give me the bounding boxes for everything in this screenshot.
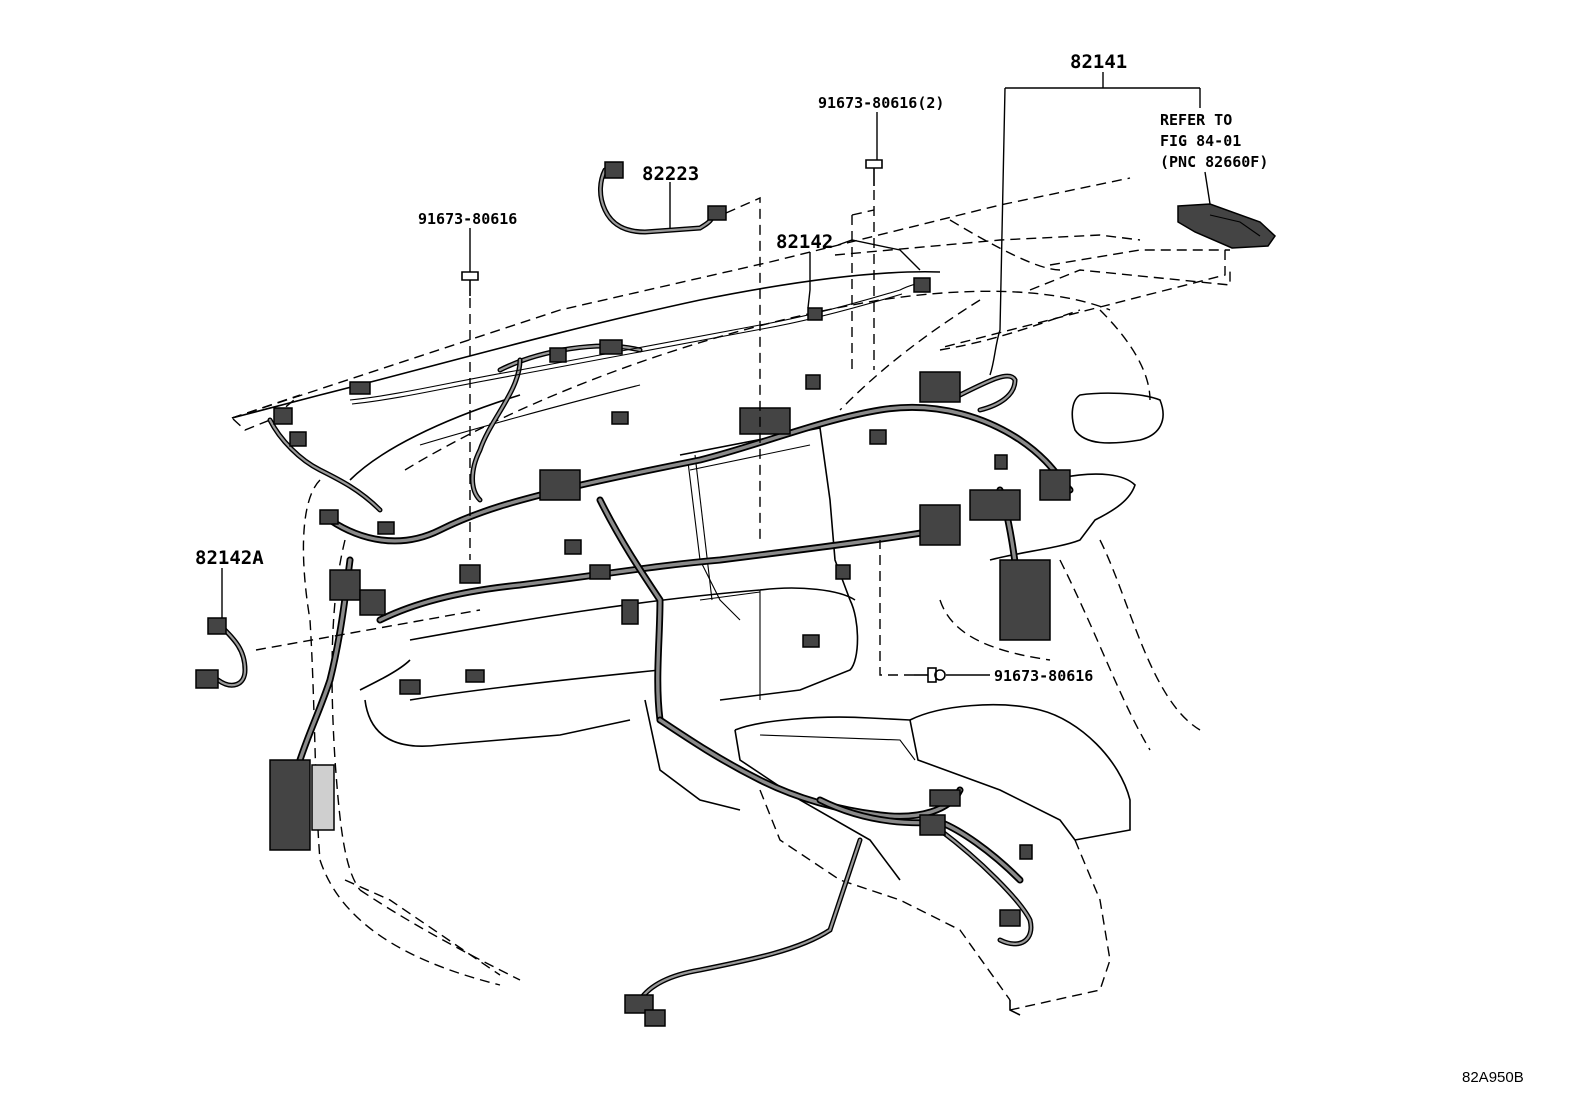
connector-icon	[549, 347, 567, 363]
label-82141: 82141	[1070, 51, 1127, 73]
label-82223: 82223	[642, 163, 699, 185]
connector-icon	[621, 599, 639, 625]
label-refer-line1: REFER TO	[1160, 111, 1232, 129]
connector-icon	[604, 161, 624, 179]
connector-icon	[599, 339, 623, 355]
connector-icon	[999, 909, 1021, 927]
connector-icon	[644, 1009, 666, 1027]
label-91673-80616-right: 91673-80616	[994, 667, 1093, 685]
bolt-left	[461, 271, 479, 560]
connector-icon	[539, 469, 581, 501]
connector-icon	[969, 489, 1021, 521]
dashboard-solid-lines	[231, 270, 1164, 1016]
connector-icon	[919, 371, 961, 403]
connector-icon	[564, 539, 582, 555]
connector-icon	[919, 814, 946, 836]
bolt-icon	[461, 271, 479, 281]
connector-icon	[1019, 844, 1033, 860]
connector-icon	[329, 569, 361, 601]
connector-icon	[589, 564, 611, 580]
connector-icon	[459, 564, 481, 584]
bolt-top	[851, 159, 883, 370]
leader-lines	[221, 72, 1211, 676]
label-91673-80616-2: 91673-80616(2)	[818, 94, 944, 112]
label-82142A: 82142A	[195, 547, 264, 569]
connector-icon	[999, 559, 1051, 641]
part-labels: 82141 REFER TO FIG 84-01 (PNC 82660F) 91…	[195, 51, 1524, 1086]
label-82142: 82142	[776, 231, 833, 253]
bolt-icon	[865, 159, 883, 169]
connector-icon	[465, 669, 485, 683]
label-91673-80616-left: 91673-80616	[418, 210, 517, 228]
connector-icon	[359, 589, 386, 616]
connector-icon	[349, 381, 371, 395]
main-harness	[267, 282, 1074, 1003]
connector-icon	[707, 205, 727, 221]
connector-icon	[835, 564, 851, 580]
connector-icon	[319, 509, 339, 525]
connector-icon	[399, 679, 421, 695]
connector-icon	[869, 429, 887, 445]
connector-icon	[311, 764, 335, 831]
connector-icon	[919, 504, 961, 546]
connectors	[269, 277, 1071, 1027]
connector-icon	[377, 521, 395, 535]
connector-icon	[994, 454, 1008, 470]
part-82223-harness	[598, 161, 761, 540]
connector-icon	[1039, 469, 1071, 501]
connector-icon	[913, 277, 931, 293]
connector-icon	[611, 411, 629, 425]
dashboard-outline	[230, 177, 1231, 986]
connector-icon	[807, 307, 823, 321]
part-82142A-harness	[195, 609, 481, 689]
connector-icon	[805, 374, 821, 390]
connector-icon	[739, 407, 791, 435]
label-refer-line2: FIG 84-01	[1160, 132, 1241, 150]
bolt-right	[879, 540, 946, 683]
connector-icon	[802, 634, 820, 648]
connector-icon	[289, 431, 307, 447]
part-82660F	[939, 203, 1276, 349]
label-refer-line3: (PNC 82660F)	[1160, 153, 1268, 171]
connector-icon	[269, 759, 311, 851]
connector-icon	[195, 669, 219, 689]
connector-icon	[929, 789, 961, 807]
figure-code: 82A950B	[1462, 1069, 1524, 1086]
connector-icon	[273, 407, 293, 425]
connector-icon	[207, 617, 227, 635]
connector-icon	[624, 994, 654, 1014]
